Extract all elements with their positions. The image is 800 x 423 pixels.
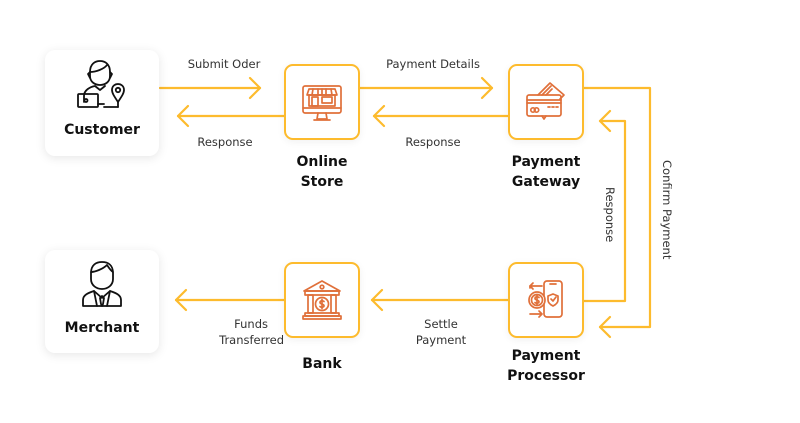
online-store-box — [284, 64, 360, 140]
customer-laptop-icon — [77, 60, 125, 108]
online-store-label-line2: Store — [300, 174, 344, 190]
payment-gateway-box — [508, 64, 584, 140]
payment-processor-label: Payment Processor — [476, 346, 616, 386]
payment-processor-icon — [528, 280, 563, 318]
arrow-settle-payment — [370, 288, 510, 312]
payment-gateway-label-line2: Gateway — [511, 174, 581, 190]
online-store-icon — [302, 85, 342, 121]
bank-label: Bank — [302, 356, 342, 372]
online-store-label-line1: Online — [296, 154, 348, 170]
customer-card: Customer — [45, 50, 159, 156]
flow-label-response-store: Response — [405, 135, 461, 149]
funds-transferred-line2: Transferred — [219, 333, 284, 347]
arrow-funds-transferred — [174, 288, 286, 312]
flow-label-payment-details: Payment Details — [386, 57, 480, 71]
flow-label-confirm-payment: Confirm Payment — [660, 160, 674, 260]
bank-icon — [302, 280, 342, 320]
payment-processor-label-line2: Processor — [507, 368, 585, 384]
settle-payment-line2: Payment — [415, 333, 467, 347]
arrow-payment-details — [358, 76, 494, 100]
flow-label-settle-payment: Settle Payment — [394, 316, 488, 348]
funds-transferred-line1: Funds — [234, 317, 268, 331]
arrow-submit-order — [158, 76, 262, 100]
merchant-label: Merchant — [64, 320, 140, 336]
merchant-card: Merchant — [45, 250, 159, 353]
bank-box — [284, 262, 360, 338]
merchant-icon — [82, 261, 122, 307]
settle-payment-line1: Settle — [424, 317, 458, 331]
payment-processor-label-line1: Payment — [511, 348, 581, 364]
customer-label: Customer — [64, 122, 140, 138]
payment-gateway-label: Payment Gateway — [476, 152, 616, 192]
flow-label-funds-transferred: Funds Transferred — [180, 316, 284, 348]
arrow-response-customer — [176, 104, 286, 128]
arrow-confirm-payment — [582, 86, 652, 339]
arrow-response-store — [372, 104, 510, 128]
payment-processor-box — [508, 262, 584, 338]
flow-label-submit-order: Submit Oder — [187, 57, 261, 71]
flow-label-response-gateway: Response — [603, 187, 617, 243]
online-store-label: Online Store — [252, 152, 392, 192]
payment-gateway-label-line1: Payment — [511, 154, 581, 170]
credit-card-icon — [526, 82, 565, 120]
arrow-response-gateway — [582, 109, 627, 303]
flow-label-response-customer: Response — [197, 135, 253, 149]
